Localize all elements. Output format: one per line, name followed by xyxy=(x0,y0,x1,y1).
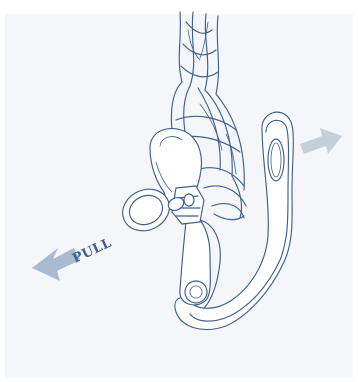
diagram-canvas: PULL xyxy=(0,0,358,382)
shackle-release-diagram: PULL xyxy=(0,0,358,382)
